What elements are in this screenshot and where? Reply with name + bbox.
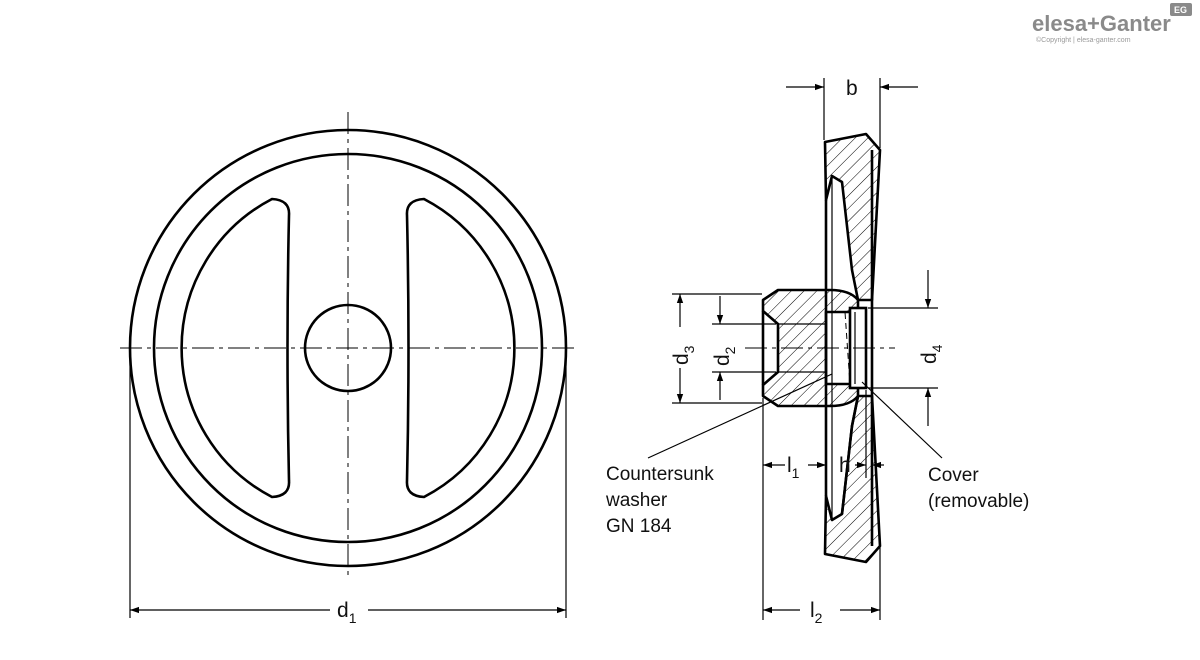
washer-note-line3: GN 184 xyxy=(606,516,672,537)
cover-note-line2: (removable) xyxy=(928,491,1029,512)
d3-label: d3 xyxy=(670,345,697,365)
spoke-curve-lower xyxy=(840,395,860,515)
cover-leader-line xyxy=(861,381,943,459)
d1-label: d1 xyxy=(337,599,357,626)
b-label: b xyxy=(846,77,858,100)
logo-badge-text: EG xyxy=(1174,5,1187,15)
rim-section xyxy=(823,132,882,302)
l1-label: l1 xyxy=(787,454,800,481)
logo-text: elesa+Ganter xyxy=(1032,11,1171,36)
d4-label: d4 xyxy=(918,344,945,364)
left-spoke-opening xyxy=(180,197,291,499)
brand-logo: elesa+Ganter EG ©Copyright | elesa-gante… xyxy=(1032,3,1192,44)
front-view: d1 xyxy=(120,112,578,626)
section-view: b d3 d2 d4 l1 h l2 xyxy=(605,77,1029,626)
washer-note-line1: Countersunk xyxy=(606,464,714,485)
right-spoke-opening xyxy=(405,197,516,499)
d2-label: d2 xyxy=(711,346,738,366)
washer-note-line2: washer xyxy=(605,490,668,511)
l2-label: l2 xyxy=(810,599,823,626)
h-label: h xyxy=(839,454,851,477)
copyright-text: ©Copyright | elesa-ganter.com xyxy=(1036,36,1131,44)
cover-note-line1: Cover xyxy=(928,465,979,486)
washer-leader-line xyxy=(647,373,833,459)
logo-badge xyxy=(1170,3,1192,16)
